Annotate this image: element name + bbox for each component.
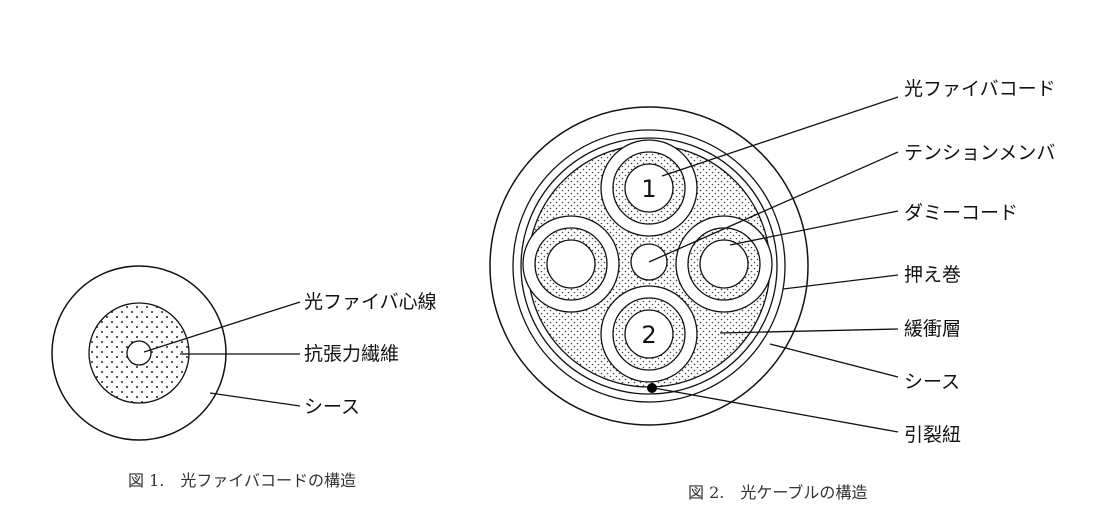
figure2-optical-cable: 1 2 光ファイバコード テンションメンバ ダミーコード 押え巻 緩衝層 シース…: [489, 78, 1056, 502]
fig2-label-cushion-layer: 緩衝層: [904, 318, 961, 340]
fig2-leader-sheath: [769, 343, 899, 378]
fig1-leader-sheath: [209, 392, 301, 407]
fig2-leader-dummy-cord: [729, 210, 899, 246]
figure1-fiber-cord: 光ファイバ心線 抗張力繊維 シース 図 1. 光ファイバコードの構造: [51, 265, 437, 490]
fig2-cord-right: [675, 215, 773, 313]
fig1-fiber-core: [126, 340, 152, 366]
fig2-label-tension-member: テンションメンバ: [904, 142, 1055, 164]
fig2-label-dummy-cord: ダミーコード: [904, 202, 1018, 224]
fig2-leader-ripcord: [653, 387, 899, 433]
fig2-label-sheath: シース: [904, 371, 960, 393]
fig1-leader-fiber-core: [143, 301, 301, 353]
fig2-leader-cushion-layer: [719, 328, 899, 334]
fig2-leader-fiber-cord: [661, 96, 899, 177]
fig2-cord-left: [522, 215, 620, 313]
fig2-label-fiber-cord: 光ファイバコード: [904, 78, 1056, 100]
fig2-ripcord: [647, 383, 657, 393]
fig2-cord-number-2: 2: [641, 321, 656, 349]
fig1-caption: 図 1. 光ファイバコードの構造: [128, 471, 356, 490]
fig1-label-sheath: シース: [304, 396, 360, 418]
fig2-label-ripcord: 引裂紐: [904, 424, 961, 446]
fig2-leader-tension-member: [648, 151, 899, 263]
fig1-label-fiber-core: 光ファイバ心線: [304, 291, 437, 313]
fig2-cord-number-1: 1: [641, 175, 656, 203]
fig2-leader-binding-tape: [782, 274, 899, 290]
fig2-caption: 図 2. 光ケーブルの構造: [688, 483, 867, 502]
fig2-cord-top: [600, 139, 698, 237]
fig2-cord-bottom: [600, 285, 698, 383]
fig1-label-tensile-fiber: 抗張力繊維: [304, 343, 399, 365]
fig2-label-binding-tape: 押え巻: [904, 264, 961, 286]
